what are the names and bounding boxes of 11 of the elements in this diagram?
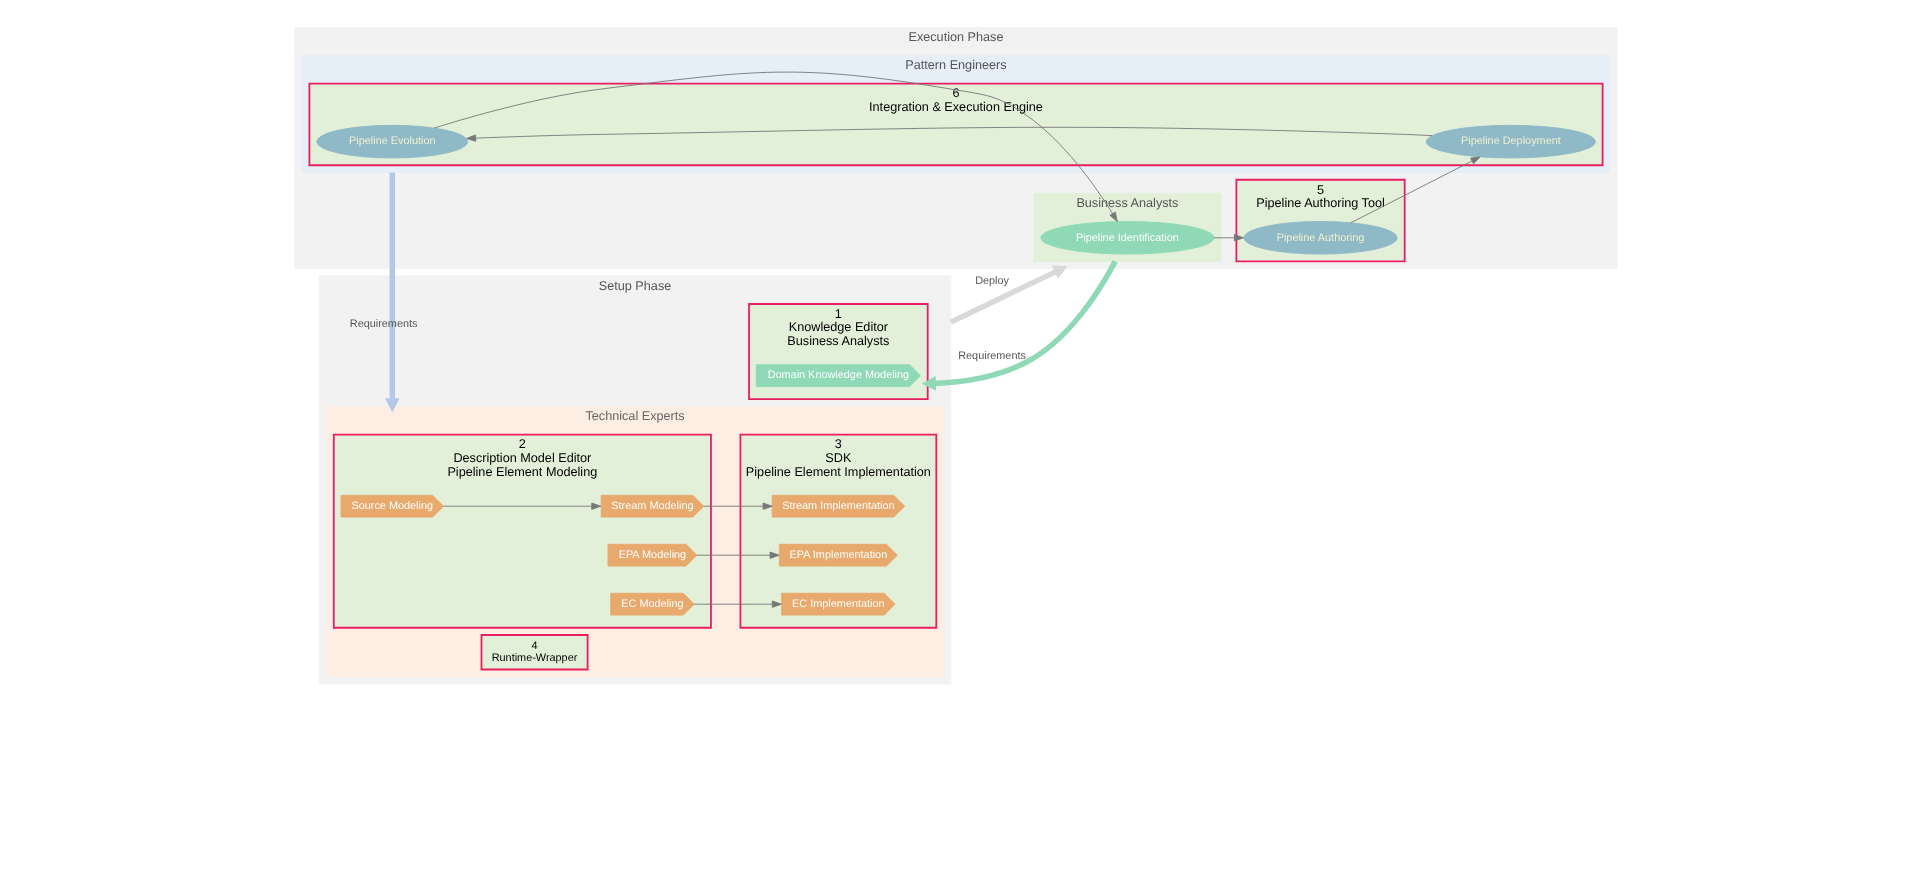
arrow: [1213, 234, 1244, 242]
arrow: [434, 71, 1118, 222]
arrow: [443, 502, 602, 510]
arrow: [466, 126, 1433, 142]
arrow: [703, 502, 773, 510]
arrow: [384, 172, 400, 413]
arrow: [693, 600, 782, 608]
arrow: [949, 265, 1068, 325]
arrow: [696, 551, 780, 559]
arrow: [921, 260, 1118, 391]
arrow: [1350, 156, 1481, 224]
